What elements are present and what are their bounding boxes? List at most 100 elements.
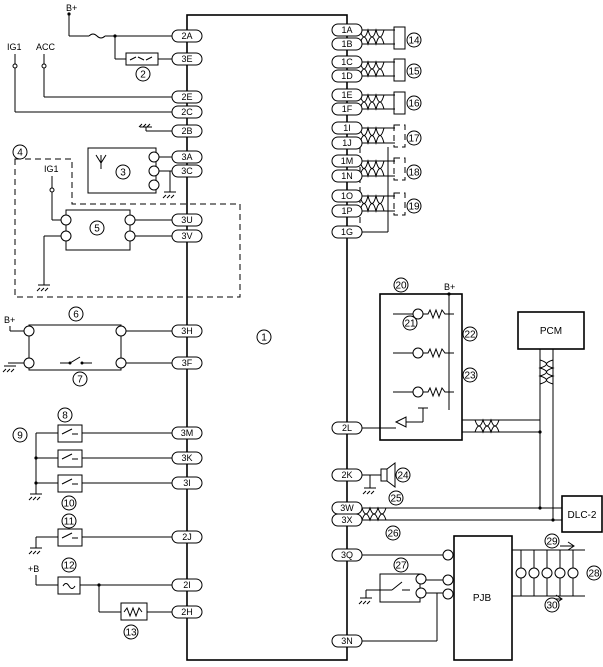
pin-label: 3M — [181, 428, 194, 438]
callout-21: 21 — [402, 315, 418, 331]
svg-text:19: 19 — [408, 202, 420, 213]
pin-label: 3F — [182, 358, 193, 368]
pin-3A: 3A — [171, 150, 203, 164]
svg-text:13: 13 — [125, 628, 137, 639]
pin-label: 2E — [181, 92, 192, 102]
pin-label: 1O — [341, 191, 353, 201]
pcm-box: PCM — [517, 311, 585, 520]
callout-2: 2 — [135, 66, 151, 82]
pin-3N: 3N — [331, 634, 363, 648]
svg-text:2: 2 — [140, 70, 146, 81]
callout-15: 15 — [406, 63, 422, 79]
callout-25: 25 — [388, 490, 404, 506]
callout-18: 18 — [406, 164, 422, 180]
svg-text:30: 30 — [546, 601, 558, 612]
pin-3Q: 3Q — [331, 548, 363, 562]
callout-7: 7 — [72, 371, 88, 387]
pin-3I: 3I — [171, 476, 203, 490]
pin-3K: 3K — [171, 451, 203, 465]
pin-3X: 3X — [331, 513, 363, 527]
callout-4: 4 — [12, 144, 28, 160]
svg-text:17: 17 — [408, 134, 420, 145]
pjb-box: PJB — [347, 535, 585, 661]
antenna-module — [87, 147, 187, 199]
pin-1F: 1F — [331, 102, 363, 116]
ig1-acc-inputs: IG1 ACC — [7, 42, 187, 113]
pin-label: 2L — [342, 423, 352, 433]
pin-label: 3Q — [341, 550, 353, 560]
callout-8: 8 — [57, 407, 73, 423]
pin-label: 1P — [341, 206, 352, 216]
antenna-icon — [95, 154, 107, 169]
svg-text:23: 23 — [464, 371, 476, 382]
callout-19: 19 — [406, 198, 422, 214]
pin-2J: 2J — [171, 530, 203, 544]
pin-1O: 1O — [331, 189, 363, 203]
svg-text:15: 15 — [408, 67, 420, 78]
pin-2H: 2H — [171, 605, 203, 619]
pin-label: 1C — [341, 57, 353, 67]
svg-text:6: 6 — [73, 310, 79, 321]
pin-2K: 2K — [331, 468, 363, 482]
pin-label: 1D — [341, 71, 353, 81]
callout-3: 3 — [115, 164, 131, 180]
svg-text:20: 20 — [395, 281, 407, 292]
pin-3M: 3M — [171, 426, 203, 440]
callout-20: 20 — [393, 277, 409, 293]
pin-3U: 3U — [171, 213, 203, 227]
bplus-cluster-label: B+ — [444, 282, 455, 292]
fuse-icon — [88, 33, 106, 39]
callout-23: 23 — [462, 367, 478, 383]
callout-numbers: 1234567891011121314151617181920212223242… — [12, 32, 602, 640]
pin-label: 2J — [182, 532, 192, 542]
component-12-13: +B — [28, 564, 187, 621]
pin-label: 1B — [341, 39, 352, 49]
diode-icon — [394, 416, 407, 428]
svg-text:28: 28 — [588, 569, 600, 580]
svg-text:3: 3 — [120, 168, 126, 179]
callout-26: 26 — [385, 525, 401, 541]
pin-label: 2B — [181, 126, 192, 136]
bplus-6-label: B+ — [4, 315, 15, 325]
pin-label: 1J — [342, 138, 352, 148]
pin-label: 1M — [341, 156, 354, 166]
pin-3E: 3E — [171, 52, 203, 66]
callout-13: 13 — [123, 624, 139, 640]
pin-label: 3N — [341, 636, 353, 646]
pin-1P: 1P — [331, 204, 363, 218]
callout-6: 6 — [68, 306, 84, 322]
pin-1B: 1B — [331, 37, 363, 51]
svg-text:27: 27 — [395, 561, 407, 572]
pin-3H: 3H — [171, 324, 203, 338]
callout-10: 10 — [61, 495, 77, 511]
pcm-label: PCM — [540, 326, 562, 337]
callout-16: 16 — [406, 95, 422, 111]
pin-label: 3W — [340, 503, 354, 513]
pin-2C: 2C — [171, 105, 203, 119]
pin-label: 2K — [341, 470, 352, 480]
svg-text:4: 4 — [17, 148, 23, 159]
module-6: B+ — [2, 315, 187, 373]
pin-3F: 3F — [171, 356, 203, 370]
pin-3C: 3C — [171, 164, 203, 178]
svg-text:25: 25 — [390, 494, 402, 505]
svg-text:22: 22 — [464, 330, 476, 341]
pin-1M: 1M — [331, 154, 363, 168]
pin-label: 3A — [181, 152, 192, 162]
pin-2I: 2I — [171, 578, 203, 592]
pin-label: 3K — [181, 453, 192, 463]
speaker-icon — [380, 462, 396, 488]
pin-label: 3H — [181, 326, 193, 336]
pin-label: 3C — [181, 166, 193, 176]
callout-27: 27 — [393, 557, 409, 573]
pin-2B: 2B — [171, 124, 203, 138]
svg-text:21: 21 — [404, 319, 416, 330]
pin-label: 2A — [181, 31, 192, 41]
svg-text:7: 7 — [77, 375, 83, 386]
pin-label: 3X — [341, 515, 352, 525]
pjb-label: PJB — [473, 593, 492, 604]
pin-label: 1G — [341, 227, 353, 237]
